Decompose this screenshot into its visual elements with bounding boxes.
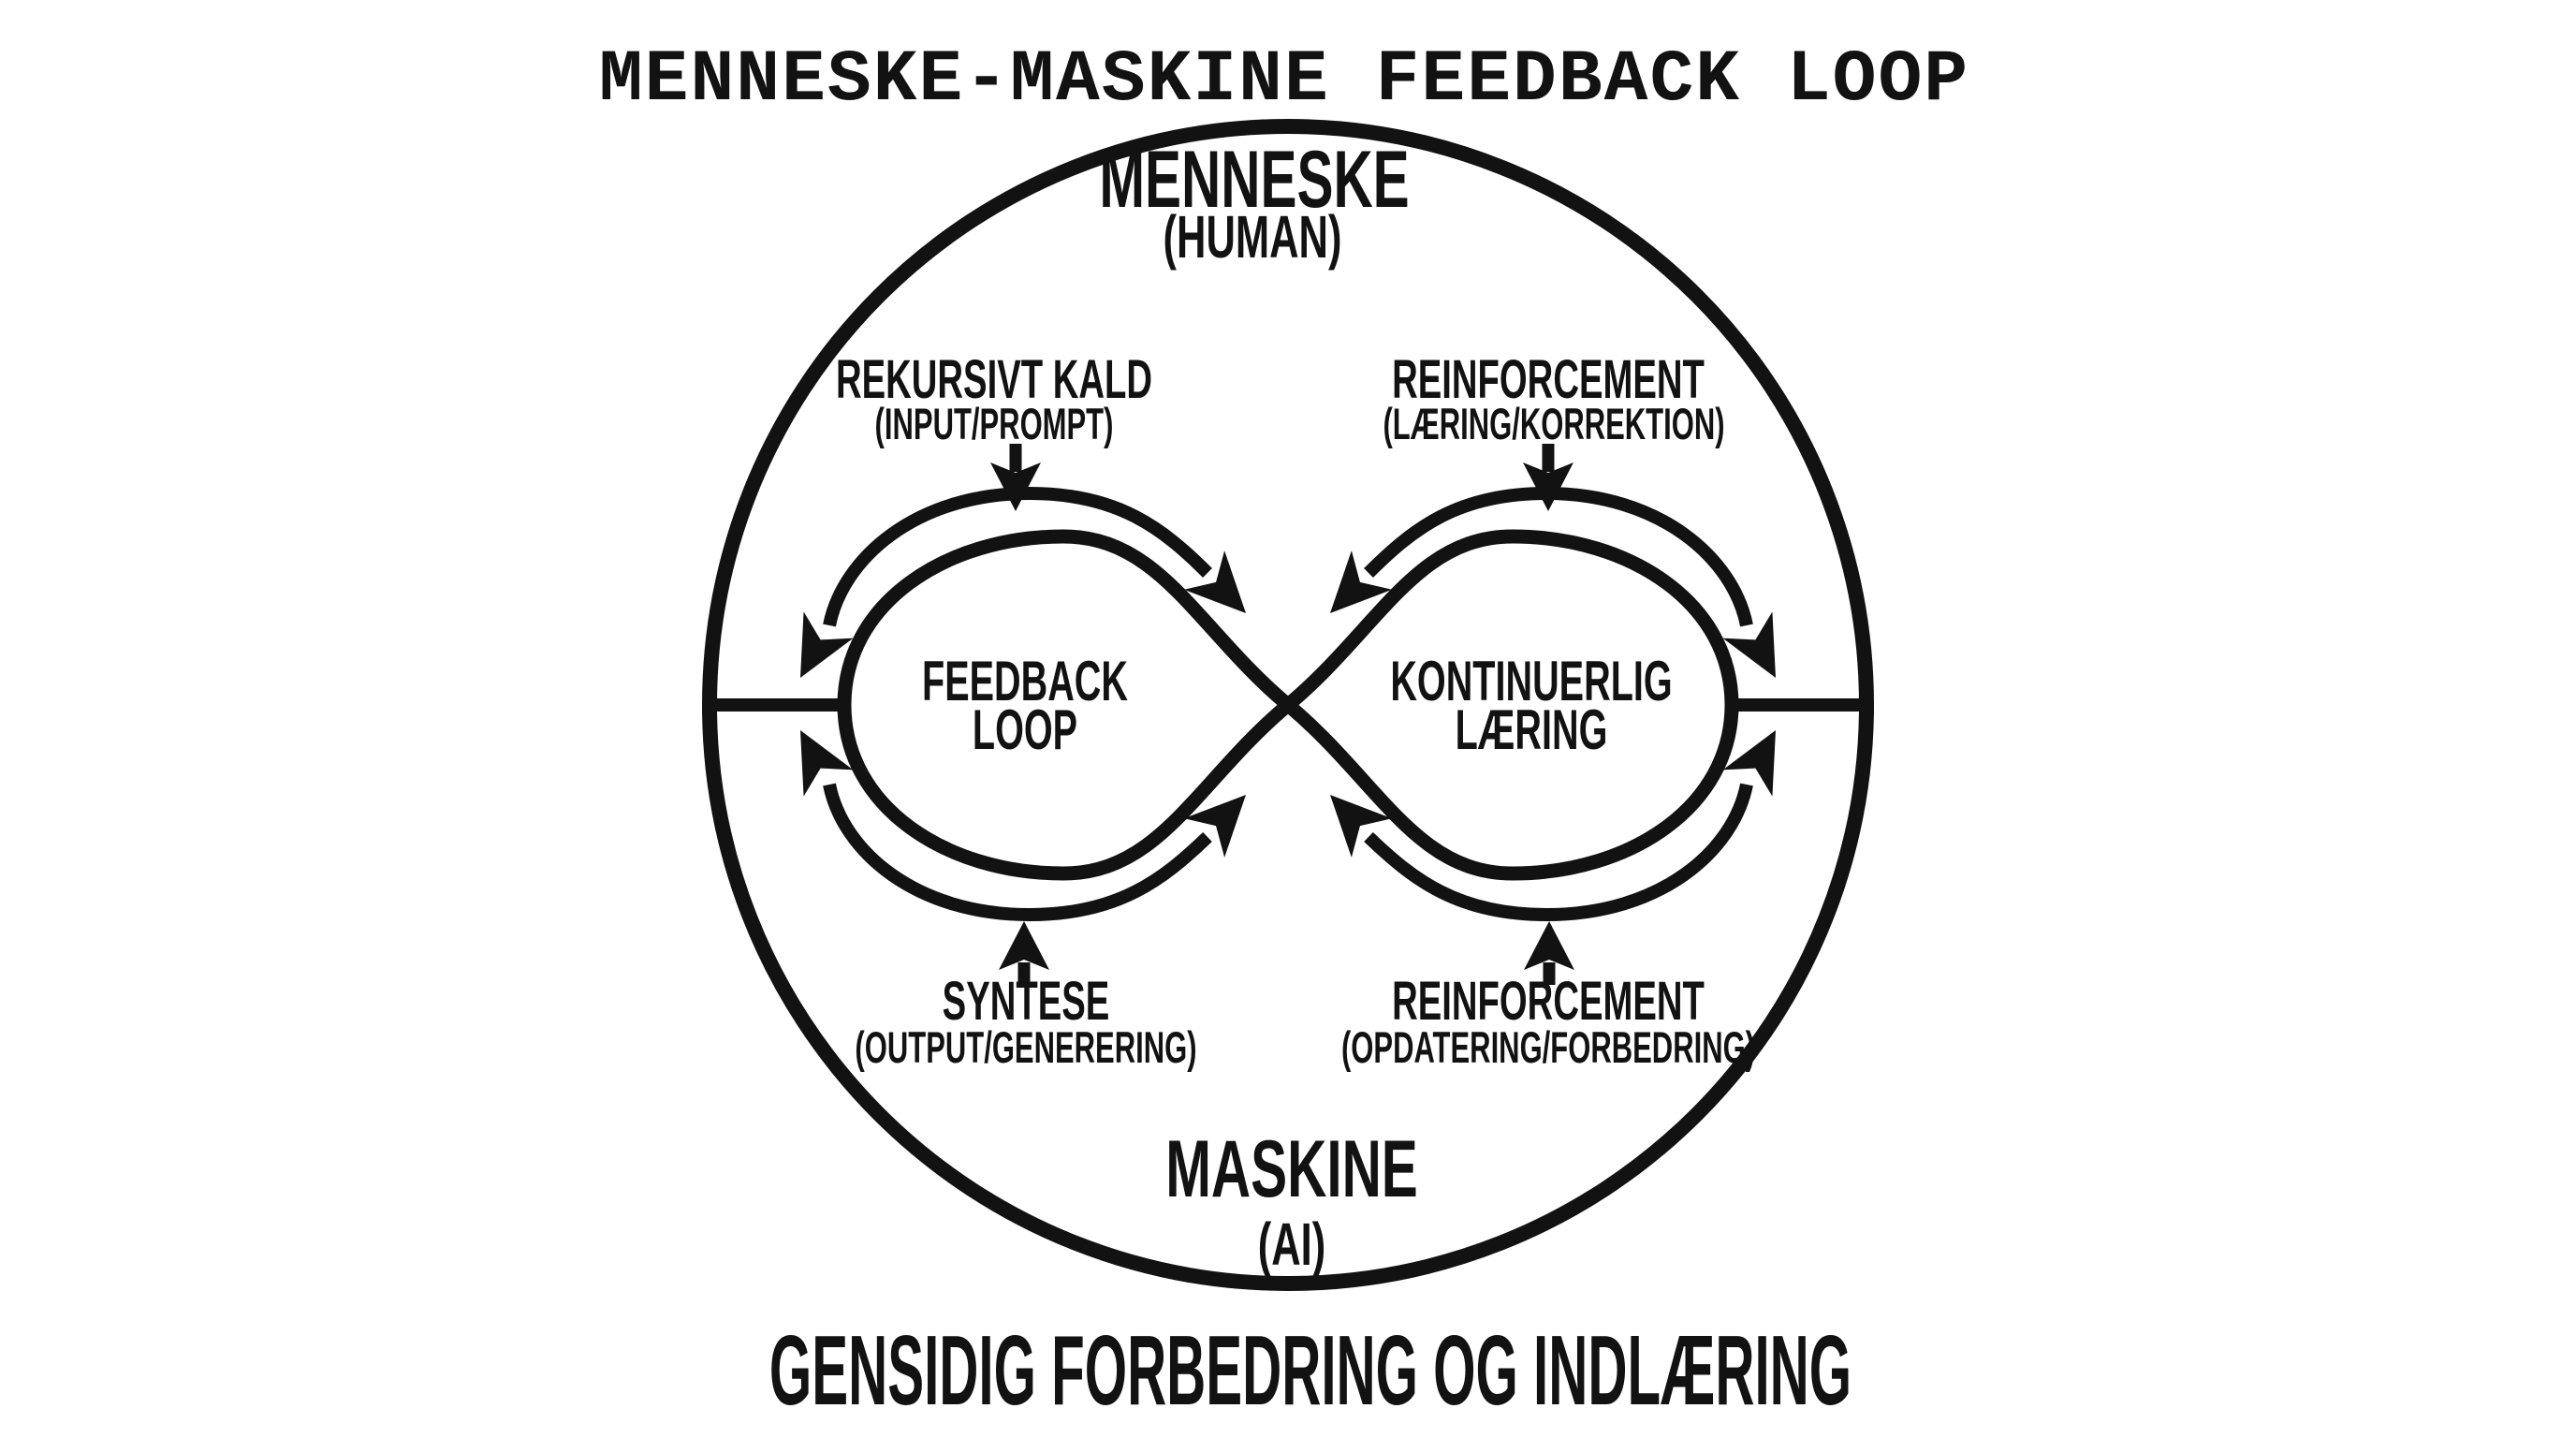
flow-label-bottom-right: REINFORCEMENT	[1392, 972, 1705, 1032]
human-label: MENNESKE	[1099, 134, 1409, 225]
arrow-input-prompt-down	[990, 444, 1041, 511]
flow-sublabel-top-right: (LÆRING/KORREKTION)	[1383, 401, 1724, 449]
human-sublabel: (HUMAN)	[1164, 203, 1342, 271]
arrow-opdatering-forbedring-up	[1524, 921, 1574, 985]
left-loop-label-line1: FEEDBACK	[922, 650, 1128, 712]
caption: GENSIDIG FORBEDRING OG INDLÆRING	[769, 1316, 1852, 1427]
flow-label-top-right: REINFORCEMENT	[1392, 350, 1705, 410]
infinity-right-loop	[1283, 529, 1739, 881]
right-loop-label-line2: LÆRING	[1456, 698, 1608, 761]
arrow-laering-korrektion-down	[1523, 444, 1573, 511]
arc-arrow-bottom-right	[1364, 783, 1753, 922]
diagram-title: MENNESKE-MASKINE FEEDBACK LOOP	[599, 39, 1969, 122]
flow-label-top-left: REKURSIVT KALD	[836, 350, 1152, 410]
arc-arrow-bottom-left	[823, 783, 1212, 922]
machine-sublabel: (AI)	[1258, 1211, 1326, 1279]
machine-label: MASKINE	[1165, 1123, 1418, 1214]
flow-sublabel-bottom-right: (OPDATERING/FORBEDRING)	[1341, 1024, 1755, 1073]
arrow-output-generering-up	[999, 921, 1049, 985]
flow-sublabel-top-left: (INPUT/PROMPT)	[875, 401, 1114, 449]
left-loop-label-line2: LOOP	[973, 698, 1077, 761]
flow-sublabel-bottom-left: (OUTPUT/GENERERING)	[855, 1024, 1196, 1073]
right-loop-label-line1: KONTINUERLIG	[1390, 650, 1672, 712]
flow-label-bottom-left: SYNTESE	[943, 972, 1110, 1032]
infinity-left-loop	[837, 529, 1293, 881]
